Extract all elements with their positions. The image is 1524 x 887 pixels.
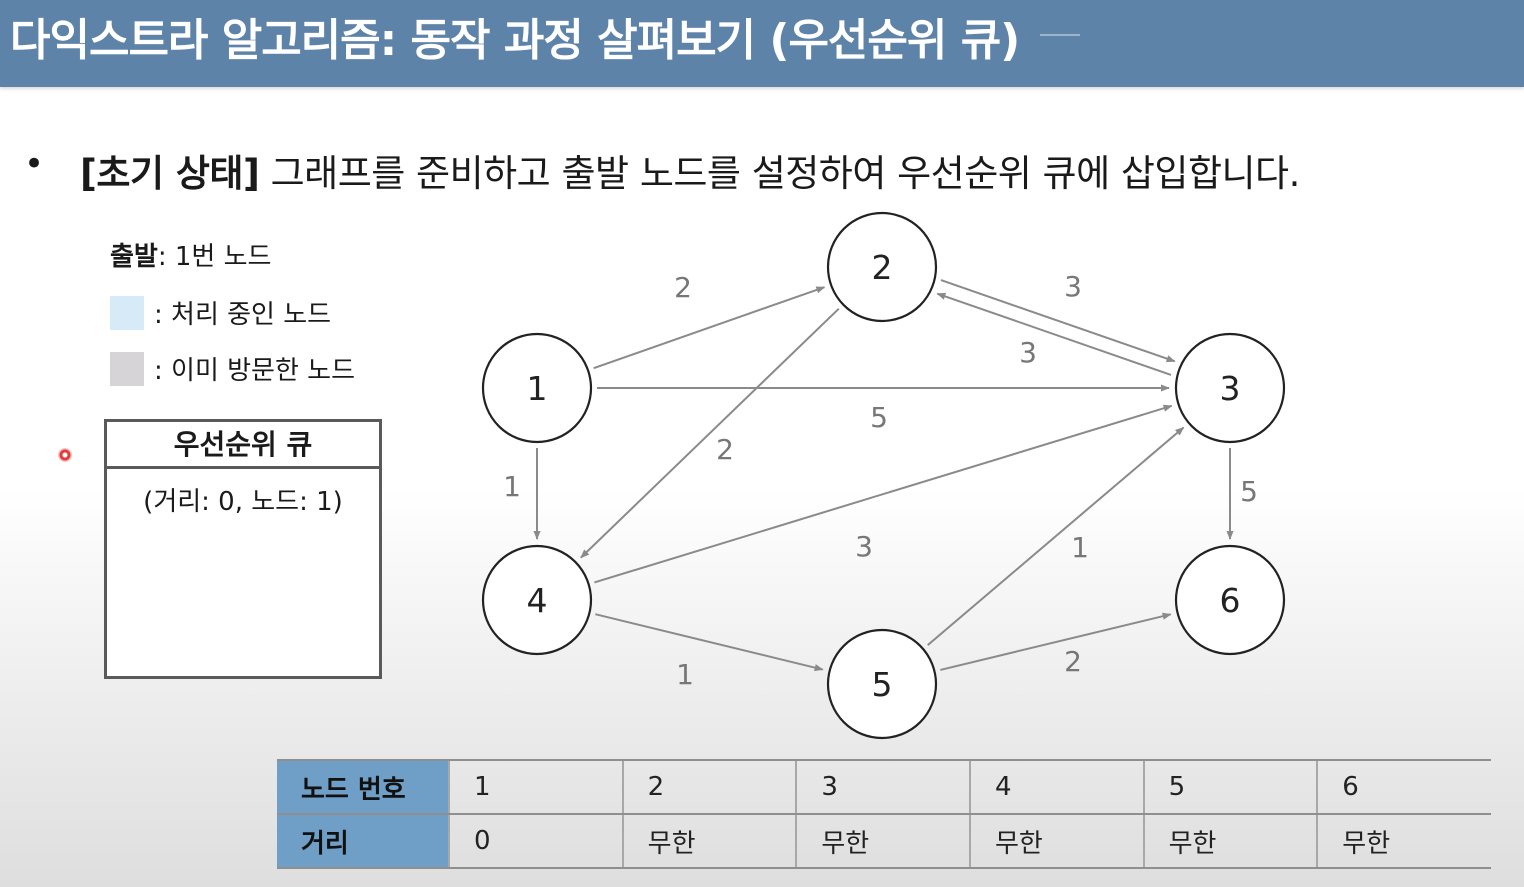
graph-node-6: 6 [1174,544,1286,656]
priority-queue-box: 우선순위 큐 (거리: 0, 노드: 1) [104,419,382,679]
legend-visited: : 이미 방문한 노드 [110,350,355,387]
node-circle [826,211,938,323]
distance-cell: 무한 [968,813,1144,869]
legend-start-label: 출발 [110,242,158,272]
slide-title: 다익스트라 알고리즘: 동작 과정 살펴보기 (우선순위 큐) [10,15,1020,66]
node-label: 6 [1220,581,1241,620]
title-decoration [1040,34,1080,36]
graph-node-5: 5 [826,628,938,740]
graph-node-3: 3 [1174,332,1286,444]
edge-5-3 [927,426,1185,646]
visited-swatch [110,351,144,386]
edge-1-2 [593,286,826,370]
node-circle [481,332,593,444]
node-number-cell: 5 [1142,759,1318,815]
edge-weight-1-2: 2 [674,271,692,304]
node-label: 3 [1220,369,1241,408]
node-label: 4 [527,581,548,620]
bullet-mark: • [24,144,45,184]
node-circle [1174,544,1286,656]
processing-swatch [110,295,144,330]
node-label: 5 [872,665,893,704]
edge-weight-5-6: 2 [1064,645,1082,678]
edge-weight-2-4: 2 [716,433,734,466]
edge-weight-2-3: 3 [1064,270,1082,303]
node-number-cell: 2 [621,759,797,815]
legend-processing: : 처리 중인 노드 [110,294,331,331]
edge-3-2 [936,292,1172,376]
edge-2-4 [580,307,840,559]
edge-5-6 [940,612,1172,671]
node-circle [826,628,938,740]
nodes-layer: 1 2 3 4 5 6 [481,211,1286,740]
distance-cell: 0 [448,813,623,869]
edge-weight-3-6: 5 [1240,475,1258,508]
title-bar: 다익스트라 알고리즘: 동작 과정 살펴보기 (우선순위 큐) [0,0,1524,87]
legend-start: 출발: 1번 노드 [110,236,271,273]
distance-cell: 무한 [1316,813,1491,869]
headline-text: 그래프를 준비하고 출발 노드를 설정하여 우선순위 큐에 삽입합니다. [259,152,1301,195]
table-row-distances: 거리 0 무한 무한 무한 무한 무한 [277,813,1491,869]
node-number-cell: 6 [1316,759,1491,815]
distance-table: 노드 번호 1 2 3 4 5 6 거리 0 무한 무한 무한 무한 무한 [277,759,1491,869]
graph-node-2: 2 [826,211,938,323]
edge-2-3 [940,279,1176,363]
node-number-cell: 1 [448,759,623,815]
node-circle [481,544,593,656]
table-row-nodes: 노드 번호 1 2 3 4 5 6 [277,759,1491,815]
node-label: 1 [527,369,548,408]
priority-queue-entry: (거리: 0, 노드: 1) [143,487,343,517]
node-circle [1174,332,1286,444]
edge-weight-5-3: 1 [1071,531,1089,564]
graph-node-4: 4 [481,544,593,656]
edge-weight-1-4: 1 [503,470,521,503]
edge-weight-3-2: 3 [1019,336,1037,369]
pointer-dot [58,448,72,462]
edge-weight-4-3: 3 [855,530,873,563]
distance-cell: 무한 [795,813,970,869]
legend-processing-label: : 처리 중인 노드 [154,300,332,330]
distance-header: 거리 [277,813,449,869]
node-number-cell: 4 [968,759,1144,815]
edges-layer: 2 5 1 3 2 3 5 3 1 1 2 [503,270,1258,691]
distance-cell: 무한 [1142,813,1318,869]
headline-step: [초기 상태] [80,152,260,195]
graph-node-1: 1 [481,332,593,444]
node-number-header: 노드 번호 [277,759,449,815]
node-number-cell: 3 [795,759,970,815]
edge-weight-4-5: 1 [676,658,694,691]
node-label: 2 [872,248,893,287]
legend-start-value: : 1번 노드 [157,242,272,272]
legend-visited-label: : 이미 방문한 노드 [154,356,355,386]
edge-weight-1-3: 5 [870,401,888,434]
edge-4-3 [594,404,1173,584]
priority-queue-title: 우선순위 큐 [107,422,379,469]
edge-4-5 [595,613,824,672]
headline: [초기 상태] 그래프를 준비하고 출발 노드를 설정하여 우선순위 큐에 삽입… [80,143,1300,197]
distance-cell: 무한 [621,813,797,869]
